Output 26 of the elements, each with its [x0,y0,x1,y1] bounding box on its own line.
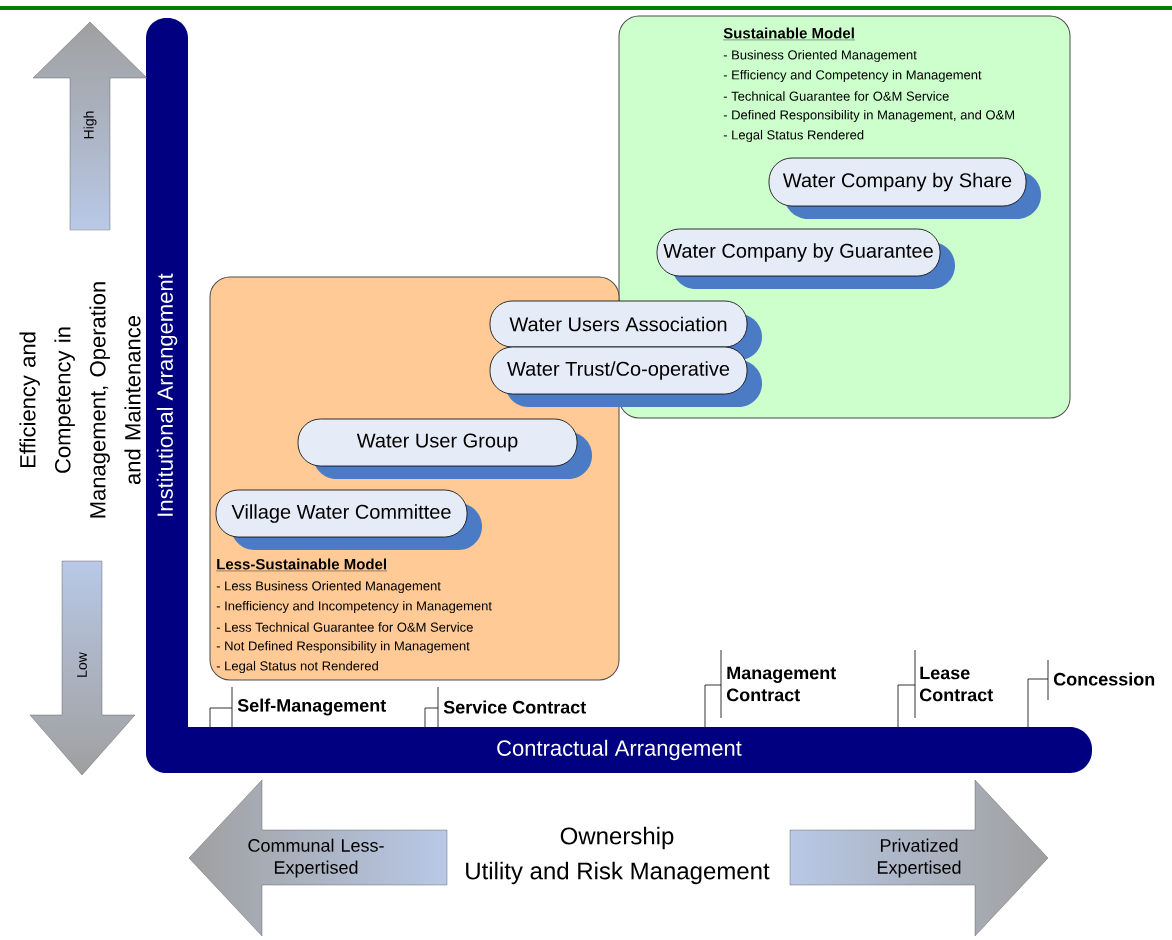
axis-label: Ownership [560,826,674,850]
bullet-item: - Business Oriented Management [723,49,917,63]
bullet-item: - Less Technical Guarantee for O&M Service [216,622,473,632]
pill-box: Water Company by Guarantee [656,228,955,289]
bullet-item: - Efficiency and Competency in Management [723,69,982,83]
pill-box: Water User Group [297,418,592,479]
bullet-item: - Inefficiency and Incompetency in Management [216,600,492,614]
contract-label: Management Contract [726,666,836,702]
bullet-item: - Less Business Oriented Management [216,580,441,594]
bullet-item: - Legal Status Rendered [723,129,864,143]
contract-label: Lease Contract [919,666,993,702]
bullet-item: - Legal Status not Rendered [216,660,378,674]
contract-label: Concession [1053,672,1155,686]
contract-label: Self-Management [237,698,386,716]
pill-box: Village Water Committee [215,489,482,550]
pill-box: Water Company by Share [768,157,1041,219]
axis-bar: Institutional Arrangement [146,18,188,773]
axis-label: Utility and Risk Management [466,861,770,885]
bullet-item: - Technical Guarantee for O&M Service [723,91,949,101]
panel-heading: Less-Sustainable Model [216,558,388,572]
axis-label: Efficiency and Competency in Management, Operation and Maintenance [19,282,141,518]
bullet-item: - Not Defined Responsibility in Management [216,640,470,654]
bullet-item: - Defined Responsibility in Management, and O&M [723,109,1014,123]
axis-bar: Contractual Arrangement [146,727,1092,773]
pill-box: Water Trust/Co-operative [489,346,762,407]
panel-heading: Sustainable Model [723,27,856,41]
